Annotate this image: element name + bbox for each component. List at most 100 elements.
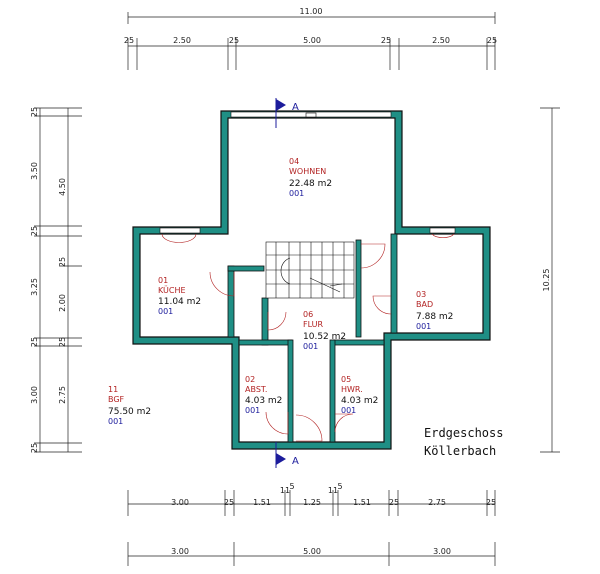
window-wohnen-vent xyxy=(305,112,317,118)
room-number: 03 xyxy=(416,290,426,299)
room-area: 11.04 m2 xyxy=(158,297,201,307)
dim-left-inner: 4.50 xyxy=(58,178,67,196)
dim-top-seg: 25 xyxy=(381,36,391,45)
room-code: 001 xyxy=(158,307,173,316)
room-code: 001 xyxy=(245,406,260,415)
dim-top-seg: 5.00 xyxy=(303,36,321,45)
room-name: KÜCHE xyxy=(158,285,186,295)
plan-title-line2: Köllerbach xyxy=(424,444,496,458)
windows xyxy=(159,111,456,234)
dim-left-outer: 25 xyxy=(30,443,39,453)
dim-bottom-seg: 25 xyxy=(486,498,496,507)
plan-title-line1: Erdgeschoss xyxy=(424,426,503,440)
dim-top-seg: 2.50 xyxy=(432,36,450,45)
room-name: FLUR xyxy=(303,320,324,329)
room-number: 05 xyxy=(341,375,351,384)
room-code: 001 xyxy=(341,406,356,415)
wall-bad-left xyxy=(390,233,398,334)
dim-bottom-row2: 3.00 xyxy=(171,547,189,556)
dim-bottom-row2: 5.00 xyxy=(303,547,321,556)
dim-bottom-seg: 25 xyxy=(389,498,399,507)
dimension-lines xyxy=(34,12,560,566)
dim-top-seg: 25 xyxy=(124,36,134,45)
dim-left-inner: 2.00 xyxy=(58,294,67,312)
dim-left-outer: 25 xyxy=(30,107,39,117)
dim-bottom-seg: 2.75 xyxy=(428,498,446,507)
room-name: WOHNEN xyxy=(289,167,326,176)
door-flur xyxy=(267,311,287,331)
room-bgf: 11 BGF 75.50 m2 001 xyxy=(108,385,151,426)
dim-right-total: 10.25 xyxy=(542,269,551,292)
door-bad-window xyxy=(431,233,455,238)
room-code: 001 xyxy=(416,322,431,331)
dim-top-seg: 2.50 xyxy=(173,36,191,45)
window-kueche xyxy=(159,227,201,234)
room-area: 22.48 m2 xyxy=(289,179,332,189)
staircase xyxy=(265,241,355,299)
wall-abst-right xyxy=(287,339,294,443)
dim-top-total: 11.00 xyxy=(300,7,323,16)
door-wohnen xyxy=(360,243,386,269)
room-number: 11 xyxy=(108,385,118,394)
wall-kueche-right xyxy=(227,265,235,338)
wall-wohnen-bottom-left xyxy=(227,265,265,272)
dim-left-outer: 3.25 xyxy=(30,278,39,296)
section-marker-top: A xyxy=(275,98,299,128)
door-kueche-window xyxy=(161,233,197,243)
room-abst: 02 ABST. 4.03 m2 001 xyxy=(245,375,282,415)
dim-bottom-row2: 3.00 xyxy=(433,547,451,556)
doors xyxy=(161,233,455,442)
dim-top-seg: 25 xyxy=(487,36,497,45)
dim-bottom-seg: 5 xyxy=(337,482,342,491)
door-abst xyxy=(265,411,289,435)
room-kueche: 01 KÜCHE 11.04 m2 001 xyxy=(158,276,201,316)
wall-flur-left xyxy=(261,297,269,346)
wall-stair-right xyxy=(355,239,362,338)
dim-bottom-seg: 11 xyxy=(328,486,338,495)
dim-left-inner: 25 xyxy=(58,337,67,347)
dim-left-outer: 25 xyxy=(30,337,39,347)
room-area: 7.88 m2 xyxy=(416,312,453,322)
room-area: 4.03 m2 xyxy=(341,396,378,406)
room-number: 01 xyxy=(158,276,168,285)
section-marker-bottom: A xyxy=(275,442,299,468)
dim-left-outer: 3.00 xyxy=(30,386,39,404)
dim-bottom-seg: 5 xyxy=(289,482,294,491)
dim-bottom-seg: 1.51 xyxy=(353,498,371,507)
room-name: ABST. xyxy=(245,385,267,394)
wall-flur-bottom-left xyxy=(238,339,293,346)
room-name: BGF xyxy=(108,395,125,404)
room-hwr: 05 HWR. 4.03 m2 001 xyxy=(341,375,378,415)
dim-left-inner: 2.75 xyxy=(58,386,67,404)
plan-title: Erdgeschoss Köllerbach xyxy=(424,426,503,458)
wall-hwr-left xyxy=(329,339,336,443)
room-area: 4.03 m2 xyxy=(245,396,282,406)
room-number: 02 xyxy=(245,375,255,384)
door-bad xyxy=(372,295,392,315)
door-kueche xyxy=(209,271,235,297)
room-number: 06 xyxy=(303,310,313,319)
window-bad xyxy=(429,227,456,234)
dim-left-outer: 25 xyxy=(30,226,39,236)
dim-bottom-seg: 11 xyxy=(280,486,290,495)
dim-top-seg: 25 xyxy=(229,36,239,45)
room-flur: 06 FLUR 10.52 m2 001 xyxy=(303,310,346,351)
dim-bottom-seg: 1.25 xyxy=(303,498,321,507)
dimension-labels: 11.00 25 2.50 25 5.00 25 2.50 25 3.00 25… xyxy=(30,7,551,556)
room-name: HWR. xyxy=(341,385,363,394)
door-entry xyxy=(295,414,323,442)
room-wohnen: 04 WOHNEN 22.48 m2 001 xyxy=(289,157,332,198)
room-bad: 03 BAD 7.88 m2 001 xyxy=(416,290,453,331)
room-area: 75.50 m2 xyxy=(108,407,151,417)
room-number: 04 xyxy=(289,157,299,166)
dim-left-inner: 25 xyxy=(58,257,67,267)
walls xyxy=(132,110,491,450)
dim-bottom-seg: 1.51 xyxy=(253,498,271,507)
dim-bottom-seg: 25 xyxy=(224,498,234,507)
dim-left-outer: 3.50 xyxy=(30,162,39,180)
room-code: 001 xyxy=(303,342,318,351)
section-label-bottom: A xyxy=(292,456,299,467)
room-area: 10.52 m2 xyxy=(303,332,346,342)
section-label-top: A xyxy=(292,102,299,113)
